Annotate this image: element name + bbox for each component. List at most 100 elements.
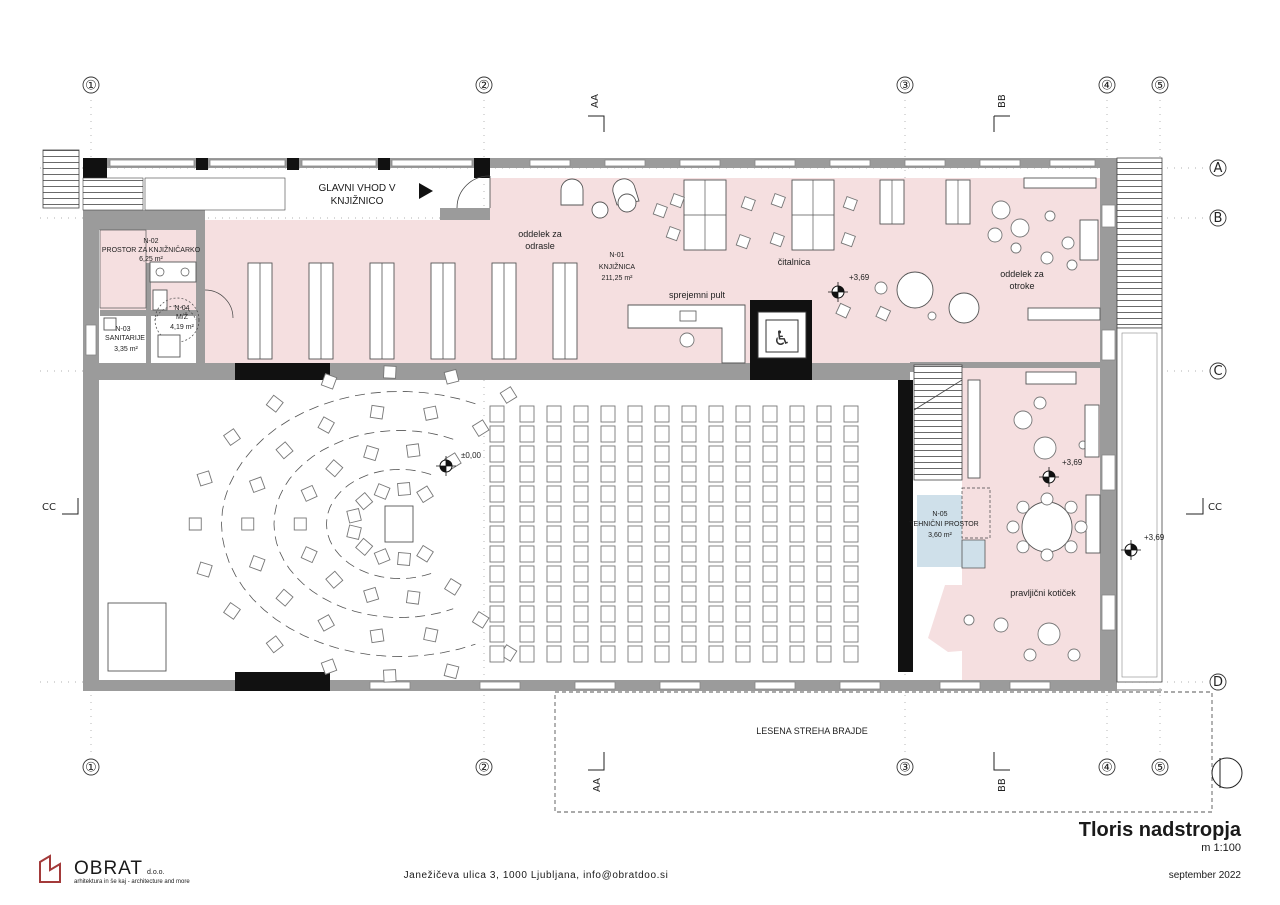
hall-seat (600, 485, 616, 503)
axis-bubble (1098, 758, 1116, 776)
hall-seat (762, 425, 778, 443)
hall-seat (519, 445, 535, 463)
axis-bubble (1151, 758, 1169, 776)
hall-seat (320, 373, 338, 390)
hall-seat (546, 605, 562, 623)
hall-fixtures (107, 505, 414, 672)
chair (1006, 520, 1020, 534)
hall-seat (816, 485, 832, 503)
hall-seat (654, 445, 670, 463)
shelf-unit (1023, 177, 1097, 189)
chair (835, 302, 852, 319)
axis-label: ② (478, 79, 490, 94)
room-n01-area: 211,25 m² (602, 275, 634, 282)
hall-seat (789, 505, 805, 523)
hall-seat (681, 405, 697, 423)
hall-seat (654, 565, 670, 583)
hall-aisle (326, 468, 432, 580)
hall-seat (681, 585, 697, 603)
children-dept-label-1: oddelek za (1000, 269, 1044, 279)
hall-seat (843, 485, 859, 503)
room-n02-area: 6,25 m² (139, 256, 163, 263)
stool (1044, 210, 1056, 222)
pergola-roof-outline (554, 691, 1213, 813)
hall-seat (355, 537, 374, 556)
hall-seat (397, 482, 412, 497)
adults-dept-label-1: oddelek za (518, 229, 562, 239)
lift-accessibility-icon: ♿ (773, 326, 791, 350)
hall-aisle (221, 391, 476, 657)
hall-seat (546, 505, 562, 523)
axis-label: ③ (899, 79, 911, 94)
hall-seat (573, 605, 589, 623)
hall-seat (762, 565, 778, 583)
children-area-furniture (835, 177, 1101, 662)
hall-seat (546, 425, 562, 443)
axis-label: ① (85, 761, 97, 776)
hall-seat (708, 485, 724, 503)
chair (1064, 540, 1078, 554)
elevation-corner: +3,69 (1062, 458, 1083, 467)
hall-seat (735, 485, 751, 503)
axis-bubble (1151, 76, 1169, 94)
room-n02-code: N-02 (143, 238, 158, 245)
hall-seat (489, 425, 505, 443)
plan-labels: GLAVNI VHOD V KNJIŽNICO N-02 PROSTOR ZA … (102, 183, 1165, 736)
section-aa-top: AA (590, 94, 601, 108)
bookshelves (247, 262, 578, 360)
hall-seat (789, 445, 805, 463)
stool (963, 614, 975, 626)
hall-seat (681, 525, 697, 543)
hall-seat (443, 577, 462, 596)
reception-desk-label: sprejemni pult (669, 290, 726, 300)
hall-seat (627, 425, 643, 443)
hall-seat (573, 505, 589, 523)
hall-seat (681, 485, 697, 503)
hall-seat (735, 585, 751, 603)
hall-seat (369, 628, 385, 644)
axis-bubble (896, 76, 914, 94)
hall-seat (519, 565, 535, 583)
drawing-title: Tloris nadstropja (1079, 819, 1242, 841)
hall-seat (346, 507, 362, 524)
room-n05-name: TEHNIČNI PROSTOR (909, 519, 979, 528)
hall-seat (489, 405, 505, 423)
chair (665, 226, 681, 242)
stool (1066, 259, 1078, 271)
axis-bubble (1209, 673, 1227, 691)
hall-seat (735, 605, 751, 623)
hall-seat (519, 505, 535, 523)
hall-seat (317, 416, 335, 434)
axis-label: A (1214, 161, 1223, 176)
hall-seat (735, 405, 751, 423)
room-n04-name: M/Ž (176, 312, 189, 321)
hall-seat (519, 465, 535, 483)
room-n03-name: SANITARIJE (105, 335, 145, 342)
lecture-hall-seats (188, 365, 859, 683)
chair (1040, 492, 1054, 506)
hall-seat (762, 465, 778, 483)
stool (1010, 242, 1022, 254)
hall-seat (573, 465, 589, 483)
round-table (1021, 501, 1073, 553)
section-aa-bottom: AA (592, 778, 603, 792)
stool (1037, 622, 1061, 646)
chair (840, 232, 856, 248)
section-cc-left: CC (42, 502, 56, 513)
hall-seat (762, 625, 778, 643)
hall-seat (573, 585, 589, 603)
hall-seat (325, 570, 344, 589)
hall-seat (600, 565, 616, 583)
stool (991, 200, 1011, 220)
north-arrow-icon (1211, 757, 1243, 789)
hall-seat (708, 505, 724, 523)
hall-seat (546, 525, 562, 543)
hall-seat (627, 625, 643, 643)
hall-seat (489, 625, 505, 643)
entrance-label-2: KNJIŽNICO (331, 194, 384, 207)
chair (1074, 520, 1088, 534)
axis-label: B (1214, 211, 1223, 226)
hall-seat (489, 565, 505, 583)
axis-bubble (1209, 159, 1227, 177)
hall-seat (489, 605, 505, 623)
